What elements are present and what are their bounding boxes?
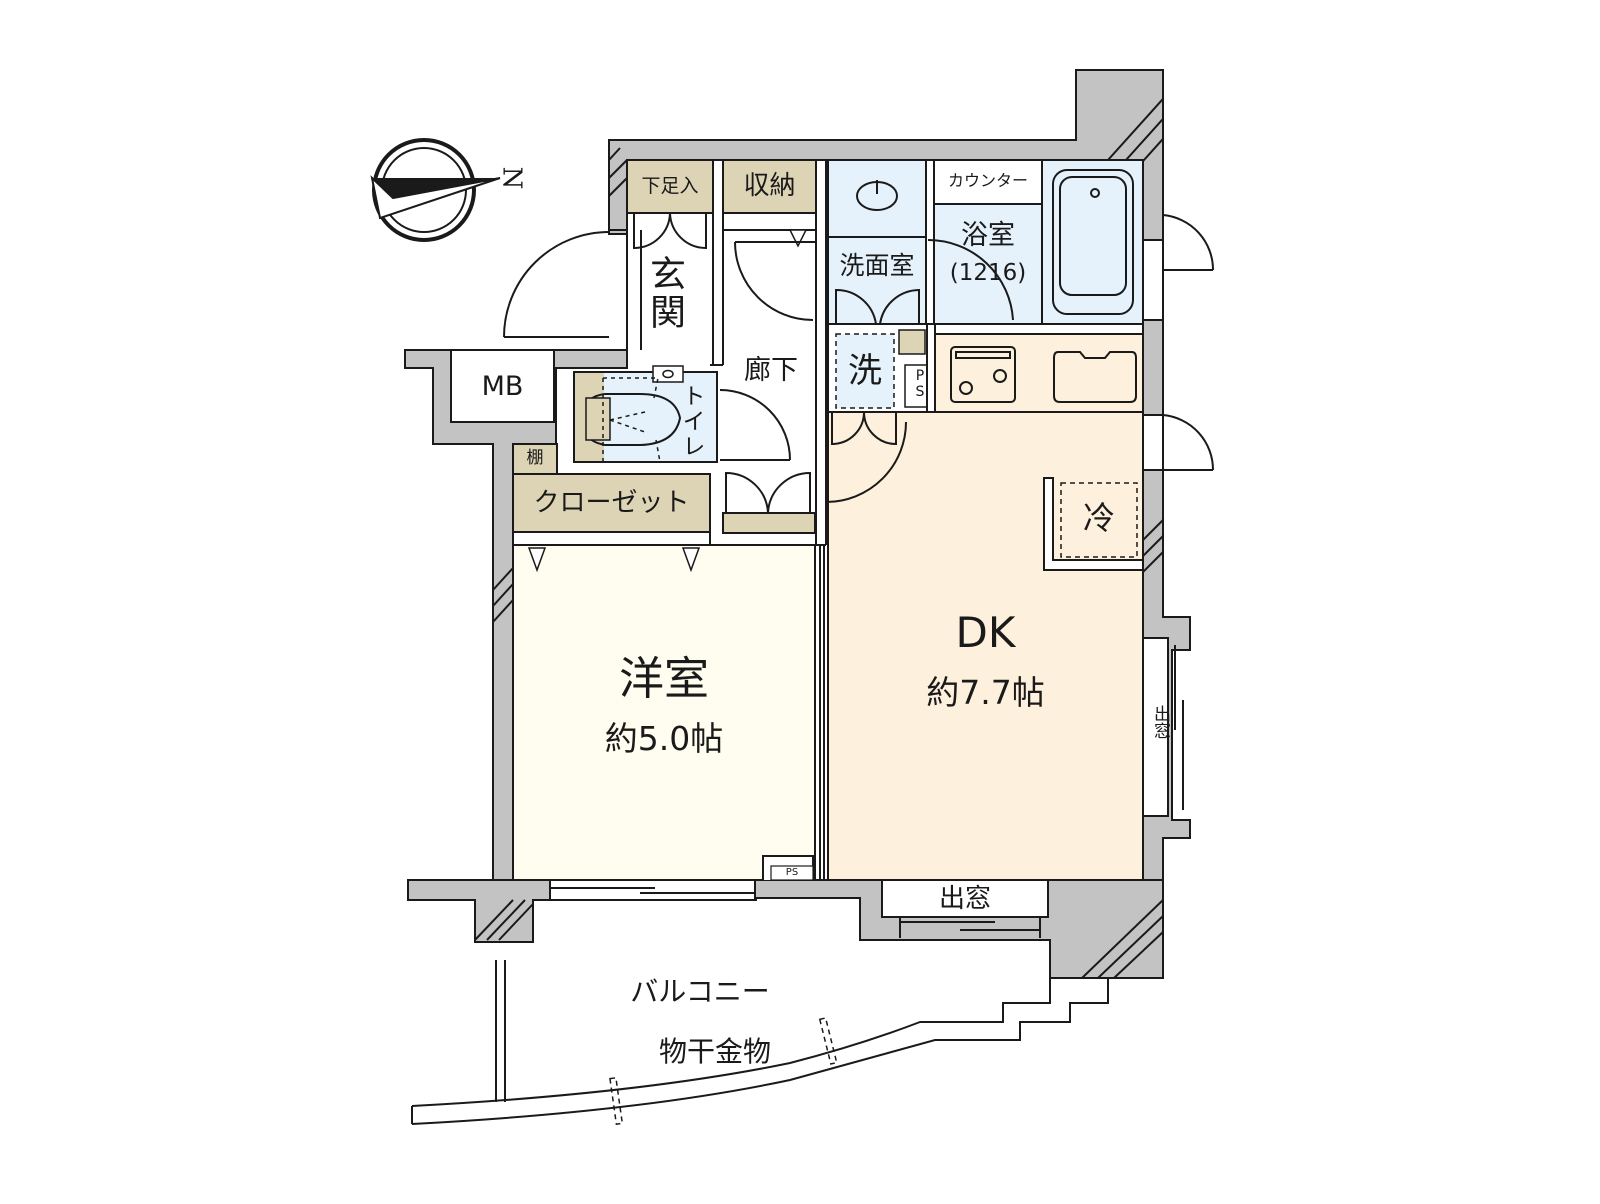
shelf — [512, 443, 558, 475]
closet-door-marks — [527, 229, 808, 573]
bathroom-label: 浴室 — [961, 220, 1015, 251]
closet — [512, 473, 711, 533]
meter-box — [450, 349, 555, 423]
shoe-storage-label: 下足入 — [641, 175, 699, 197]
bathroom-size-label: (1216) — [949, 260, 1027, 286]
laundry-hanger-marks — [609, 1017, 838, 1126]
balcony-outline — [411, 940, 1109, 1125]
washer-space — [835, 333, 895, 409]
storage-label: 収納 — [743, 171, 796, 201]
door-swings — [503, 212, 1215, 514]
bay-window-bottom — [881, 879, 1049, 918]
partitions — [513, 160, 928, 880]
compass-north-label: N — [496, 166, 527, 190]
bay-window-side-label: 出窓 — [1150, 705, 1170, 739]
ps-lower-label: PS — [785, 867, 799, 878]
closet-label: クローゼット — [533, 488, 690, 518]
counter-label: カウンター — [947, 171, 1028, 190]
bay-window-bottom-label: 出窓 — [938, 884, 991, 914]
ps-shaft-lower — [770, 865, 814, 881]
refrigerator-space — [1060, 482, 1138, 558]
stove-icon — [950, 346, 1016, 403]
kitchen-counter — [934, 333, 1144, 413]
hall-storage — [722, 512, 816, 534]
bay-window-side — [1142, 637, 1169, 817]
western-room-floor — [512, 544, 816, 881]
washer-label: 洗 — [848, 351, 882, 391]
bathtub-icon — [1052, 169, 1134, 315]
sink-icon — [1053, 351, 1137, 403]
meter-box-label: MB — [481, 371, 524, 402]
compass-icon — [370, 138, 501, 242]
western-room-area: 約5.0帖 — [604, 719, 724, 758]
laundry-hanger-label: 物干金物 — [658, 1035, 771, 1068]
balcony-label: バルコニー — [630, 975, 770, 1008]
washbasin-icon — [856, 180, 898, 211]
hallway-label: 廊下 — [744, 355, 798, 386]
entrance-label: 玄関 — [644, 255, 685, 331]
refrigerator-label: 冷 — [1082, 499, 1115, 537]
dk-label: DK — [955, 608, 1016, 657]
toilet-label: トイレ — [678, 384, 704, 459]
bathtub-area — [1041, 159, 1144, 325]
dk-area: 約7.7帖 — [926, 673, 1045, 712]
ps-upper-label: PS — [912, 368, 928, 400]
storage-closet — [722, 159, 817, 214]
washroom-label: 洗面室 — [839, 251, 915, 280]
shelf-label: 棚 — [526, 448, 544, 468]
western-room-label: 洋室 — [618, 652, 709, 705]
